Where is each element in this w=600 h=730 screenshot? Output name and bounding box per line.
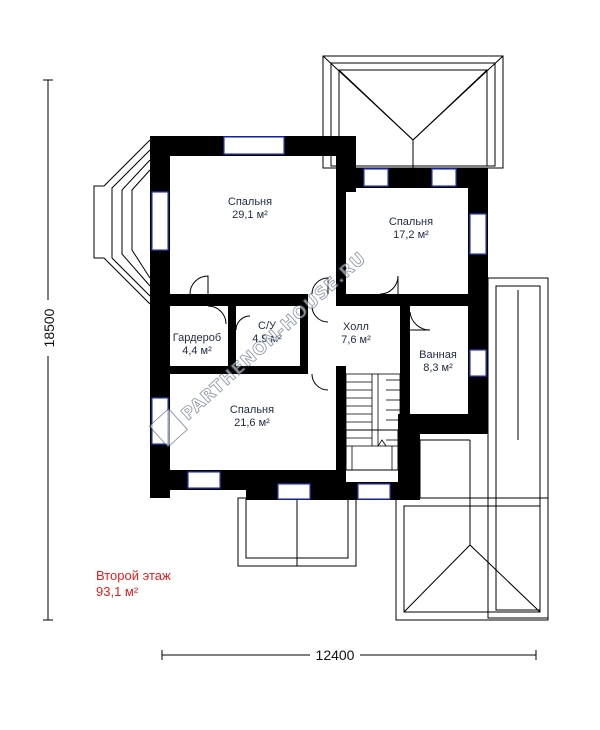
dimension-label-bg — [40, 300, 58, 356]
room-labels: Спальня 29,1 м² Спальня 17,2 м² Гардероб… — [173, 196, 457, 429]
roof-outlines — [93, 55, 549, 621]
floor-area: 93,1 м² — [96, 584, 139, 599]
room-area: 8,3 м² — [423, 362, 453, 374]
room-name: Спальня — [389, 216, 433, 228]
windows — [151, 136, 487, 500]
dimension-height: 18500 — [41, 308, 57, 347]
floor-title: Второй этаж — [96, 568, 171, 583]
staircase — [345, 373, 401, 471]
doors — [189, 275, 431, 391]
walls — [150, 136, 488, 500]
room-area: 21,6 м² — [234, 417, 270, 429]
room-name: Холл — [343, 321, 369, 333]
room-area: 4,9 м² — [252, 333, 282, 345]
dimension-width: 12400 — [316, 647, 355, 663]
room-name: Спальня — [228, 196, 272, 208]
room-area: 17,2 м² — [393, 229, 429, 241]
room-area: 4,4 м² — [182, 345, 212, 357]
room-name: Ванная — [419, 349, 457, 361]
room-name: Гардероб — [173, 332, 221, 344]
room-area: 29,1 м² — [232, 209, 268, 221]
room-name: С/У — [258, 320, 277, 332]
room-area: 7,6 м² — [341, 334, 371, 346]
dimension-label-bg — [310, 646, 360, 664]
room-name: Спальня — [230, 404, 274, 416]
watermark-logo-icon — [148, 408, 189, 448]
